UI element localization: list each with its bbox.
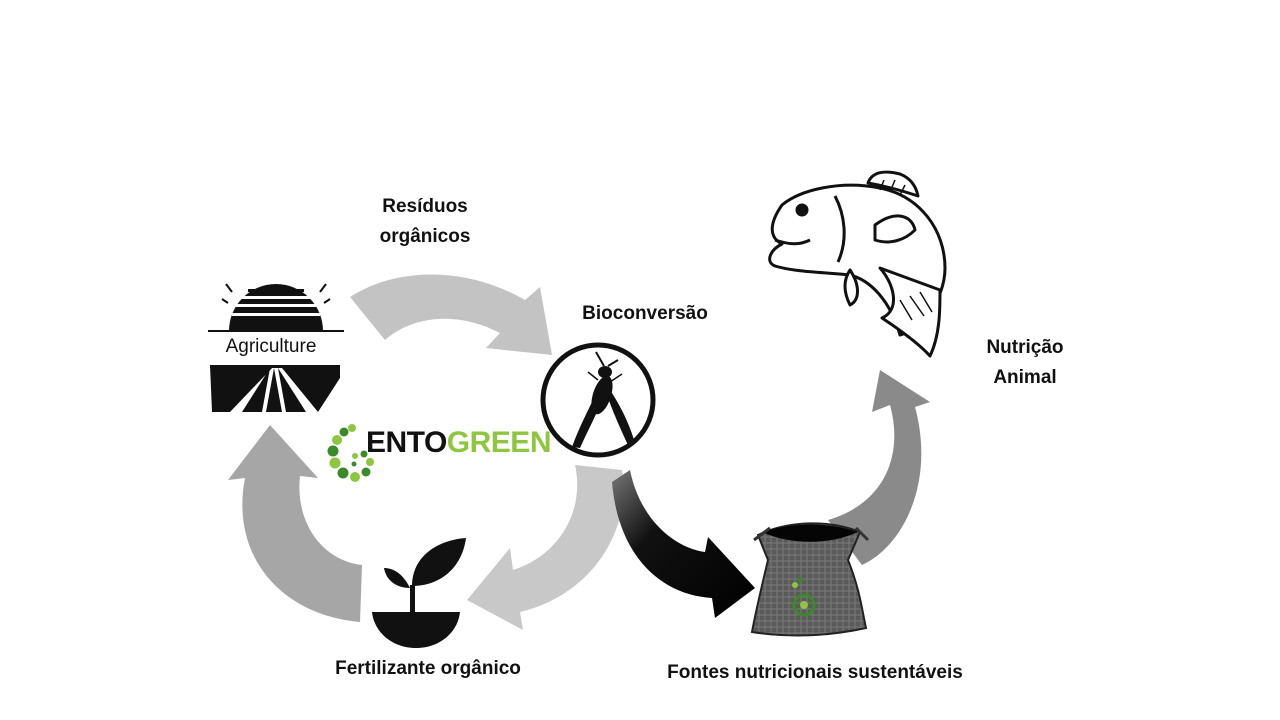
agriculture-icon bbox=[208, 283, 344, 412]
arrow-residuos-to-bioconversao bbox=[350, 274, 552, 355]
fly-icon bbox=[540, 342, 656, 458]
entogreen-wordmark: ENTOGREEN bbox=[366, 426, 551, 460]
label-residuos-line2: orgânicos bbox=[379, 226, 471, 247]
arrow-bioconversao-to-fontes bbox=[612, 470, 755, 618]
arrow-fertilizante-to-agriculture bbox=[228, 425, 362, 622]
logo-text-ento: ENTO bbox=[366, 426, 447, 459]
sprout-icon bbox=[372, 538, 466, 648]
logo-text-green: GREEN bbox=[446, 426, 552, 459]
feed-sack-icon bbox=[750, 522, 870, 637]
label-fertilizante-organico: Fertilizante orgânico bbox=[335, 658, 521, 679]
label-nutricao-line2: Animal bbox=[993, 367, 1057, 388]
label-bioconversao: Bioconversão bbox=[582, 303, 708, 324]
label-fontes-nutricionais: Fontes nutricionais sustentáveis bbox=[667, 662, 963, 683]
fish-icon bbox=[768, 170, 947, 358]
entogreen-logo bbox=[327, 424, 374, 482]
arrow-fontes-to-nutricao bbox=[828, 370, 930, 565]
arrow-bioconversao-to-fertilizante bbox=[467, 465, 624, 630]
label-nutricao-line1: Nutrição bbox=[986, 337, 1064, 358]
label-residuos-line1: Resíduos bbox=[382, 196, 468, 217]
sack-logo-icon bbox=[792, 577, 816, 617]
agriculture-label: Agriculture bbox=[206, 334, 336, 360]
label-residuos-organicos: Resíduos orgânicos bbox=[340, 192, 510, 252]
label-nutricao-animal: Nutrição Animal bbox=[955, 333, 1095, 393]
